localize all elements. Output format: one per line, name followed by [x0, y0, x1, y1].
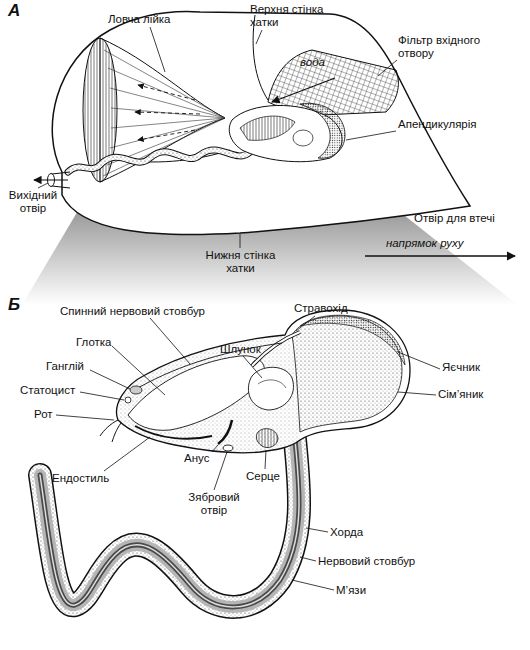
tail-texture: [40, 440, 299, 607]
ovary: [300, 315, 405, 365]
direction-label: напрямок руху: [386, 237, 464, 250]
water-arrow: [272, 78, 335, 102]
leader-line: [150, 318, 190, 364]
part-label: Фільтр вхідного отвору: [398, 34, 498, 60]
leader-line: [398, 352, 440, 369]
leader-line: [398, 392, 436, 395]
ganglion: [130, 386, 142, 394]
part-label: М’язи: [336, 584, 366, 597]
stomach: [248, 367, 293, 410]
panel-letter: А: [8, 4, 20, 17]
dorsal-nerve-cord: [138, 343, 282, 388]
part-label: Рот: [34, 408, 53, 421]
tail-texture: [68, 150, 250, 172]
part-label: Верхня стінка хатки: [250, 3, 345, 29]
part-label: Ловча лійка: [108, 13, 171, 26]
rectum: [218, 420, 232, 444]
tail-muscles: [40, 440, 299, 607]
part-label: Яєчник: [442, 361, 480, 374]
leader-line: [346, 131, 396, 140]
trunk-texture: [117, 335, 300, 453]
nerve-cord: [40, 440, 299, 607]
endostyle: [135, 426, 212, 439]
leader-line: [90, 370, 130, 389]
leader-line: [296, 316, 315, 331]
leader-line: [306, 528, 328, 532]
part-label: Спинний нервовий стовбур: [60, 305, 205, 318]
part-label: Сім’яник: [438, 388, 483, 401]
tail-body: [68, 150, 250, 172]
part-label: Глотка: [76, 336, 112, 349]
flow-label: вода: [300, 56, 325, 69]
flow-arrow: [135, 112, 200, 114]
heart: [256, 429, 278, 448]
direction-arrow: [365, 255, 515, 256]
part-label: Апендикулярія: [398, 118, 477, 131]
part-label: Стравохід: [294, 302, 348, 315]
part-label: Отвір для втечі: [414, 212, 495, 225]
part-label: Анус: [184, 452, 209, 465]
tail-outline: [68, 150, 250, 172]
animal-pharynx: [240, 116, 295, 140]
leader-line: [212, 445, 218, 452]
gill-opening: [223, 445, 233, 451]
leader-line: [150, 27, 165, 72]
part-label: Вихідний отвір: [2, 189, 64, 215]
tail-fin: [40, 440, 299, 607]
leader-line: [300, 557, 316, 561]
mouth-lips: [100, 420, 121, 442]
statocyst: [125, 397, 131, 403]
exit-arrow: [34, 179, 68, 180]
pharynx: [128, 356, 264, 431]
leader-line: [378, 60, 397, 76]
animal-stomach: [293, 130, 313, 146]
trunk-outline: [117, 310, 410, 453]
leader-line: [104, 437, 150, 471]
leader-line: [265, 450, 266, 469]
part-label: Нижня стінка хатки: [193, 249, 288, 275]
notochord: [40, 440, 299, 607]
leader-line: [214, 452, 227, 490]
leader-line: [292, 580, 334, 590]
part-label: Нервовий стовбур: [318, 555, 415, 568]
part-label: Зябровий отвір: [178, 491, 250, 517]
leader-line: [38, 183, 48, 188]
leader-line: [240, 234, 241, 248]
leader-line: [80, 392, 124, 400]
flow-arrow: [138, 85, 195, 100]
part-label: Ендостиль: [52, 472, 109, 485]
stomach-fold: [258, 380, 286, 388]
leader-line: [112, 346, 165, 395]
part-label: Серце: [246, 470, 280, 483]
panel-letter: Б: [8, 298, 20, 311]
part-label: Шлунок: [220, 343, 261, 356]
part-label: Ганглій: [46, 360, 84, 373]
part-label: Статоцист: [20, 384, 75, 397]
leader-line: [243, 356, 262, 378]
leader-line: [56, 415, 114, 420]
tail-outline: [40, 440, 299, 607]
flow-arrow: [138, 130, 195, 140]
part-label: Хорда: [330, 526, 363, 539]
leader-line: [256, 30, 262, 44]
